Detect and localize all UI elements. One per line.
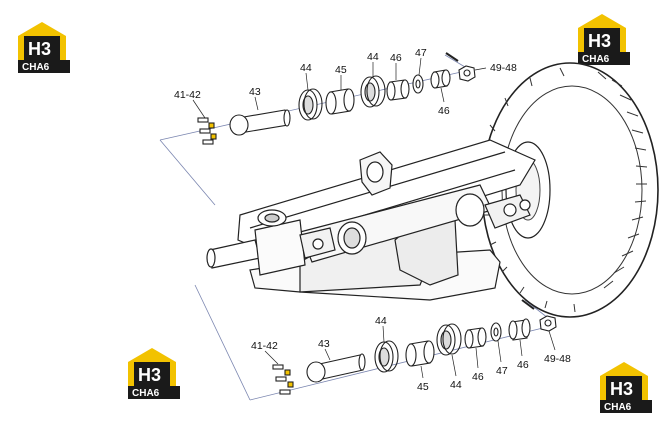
logo-main-text: H3 [28,39,51,59]
bolts-41-42-bottom [272,364,294,395]
callout-46-bottom: 46 [472,371,484,383]
tire [479,62,659,318]
logo-main-text: H3 [138,365,161,385]
callout-45-bottom: 45 [417,381,429,393]
callout-49-48-bottom: 49-48 [544,353,571,365]
bearing-44-bottom [374,340,399,373]
logo-bottom-left: H3 CHA6 [128,348,180,399]
bushing-46b-bottom [508,318,531,341]
callout-41-42-bottom: 41-42 [251,340,278,352]
nut-49-48-top [445,52,476,82]
callout-41-42-top: 41-42 [174,89,201,101]
callout-47-top: 47 [415,47,427,59]
sleeve-45-top [325,88,355,115]
bolts-41-42-top [197,117,217,145]
logo-sub-text: CHA6 [582,54,610,65]
bushing-46b-top [430,69,451,89]
logo-main-text: H3 [610,379,633,399]
bearing-44b-bottom [436,323,462,356]
logo-main-text: H3 [588,31,611,51]
washer-47-top [412,74,424,94]
callout-47-bottom: 47 [496,365,508,377]
callout-43-bottom: 43 [318,338,330,350]
logo-top-right: H3 CHA6 [578,14,630,65]
logo-top-left: H3 CHA6 [18,22,70,73]
axle-housing [206,139,536,301]
callout-46b-bottom: 46 [517,359,529,371]
callout-44-top: 44 [300,62,312,74]
sleeve-45-bottom [405,340,435,367]
logo-sub-text: CHA6 [604,402,632,413]
callout-46b-top: 46 [438,105,450,117]
logo-bottom-right: H3 CHA6 [600,362,652,413]
callout-46-top: 46 [390,52,402,64]
bottom-parts-row [272,299,557,395]
logo-sub-text: CHA6 [22,62,50,73]
callout-44b-bottom: 44 [450,379,462,391]
bushing-46-bottom [464,327,487,349]
callout-45-top: 45 [335,64,347,76]
washer-47-bottom [490,322,502,342]
callout-leaders [192,57,556,379]
callout-43-top: 43 [249,86,261,98]
nut-49-48-bottom [521,299,557,332]
bearing-44b-top [360,75,386,108]
callout-49-48-top: 49-48 [490,62,517,74]
pin-43-bottom [306,353,366,383]
logo-sub-text: CHA6 [132,388,160,399]
pin-43-top [229,109,291,136]
top-parts-row [197,52,476,145]
callout-44b-top: 44 [367,51,379,63]
bushing-46-top [386,79,410,101]
bearing-44-top [298,88,323,121]
callout-44-bottom: 44 [375,315,387,327]
